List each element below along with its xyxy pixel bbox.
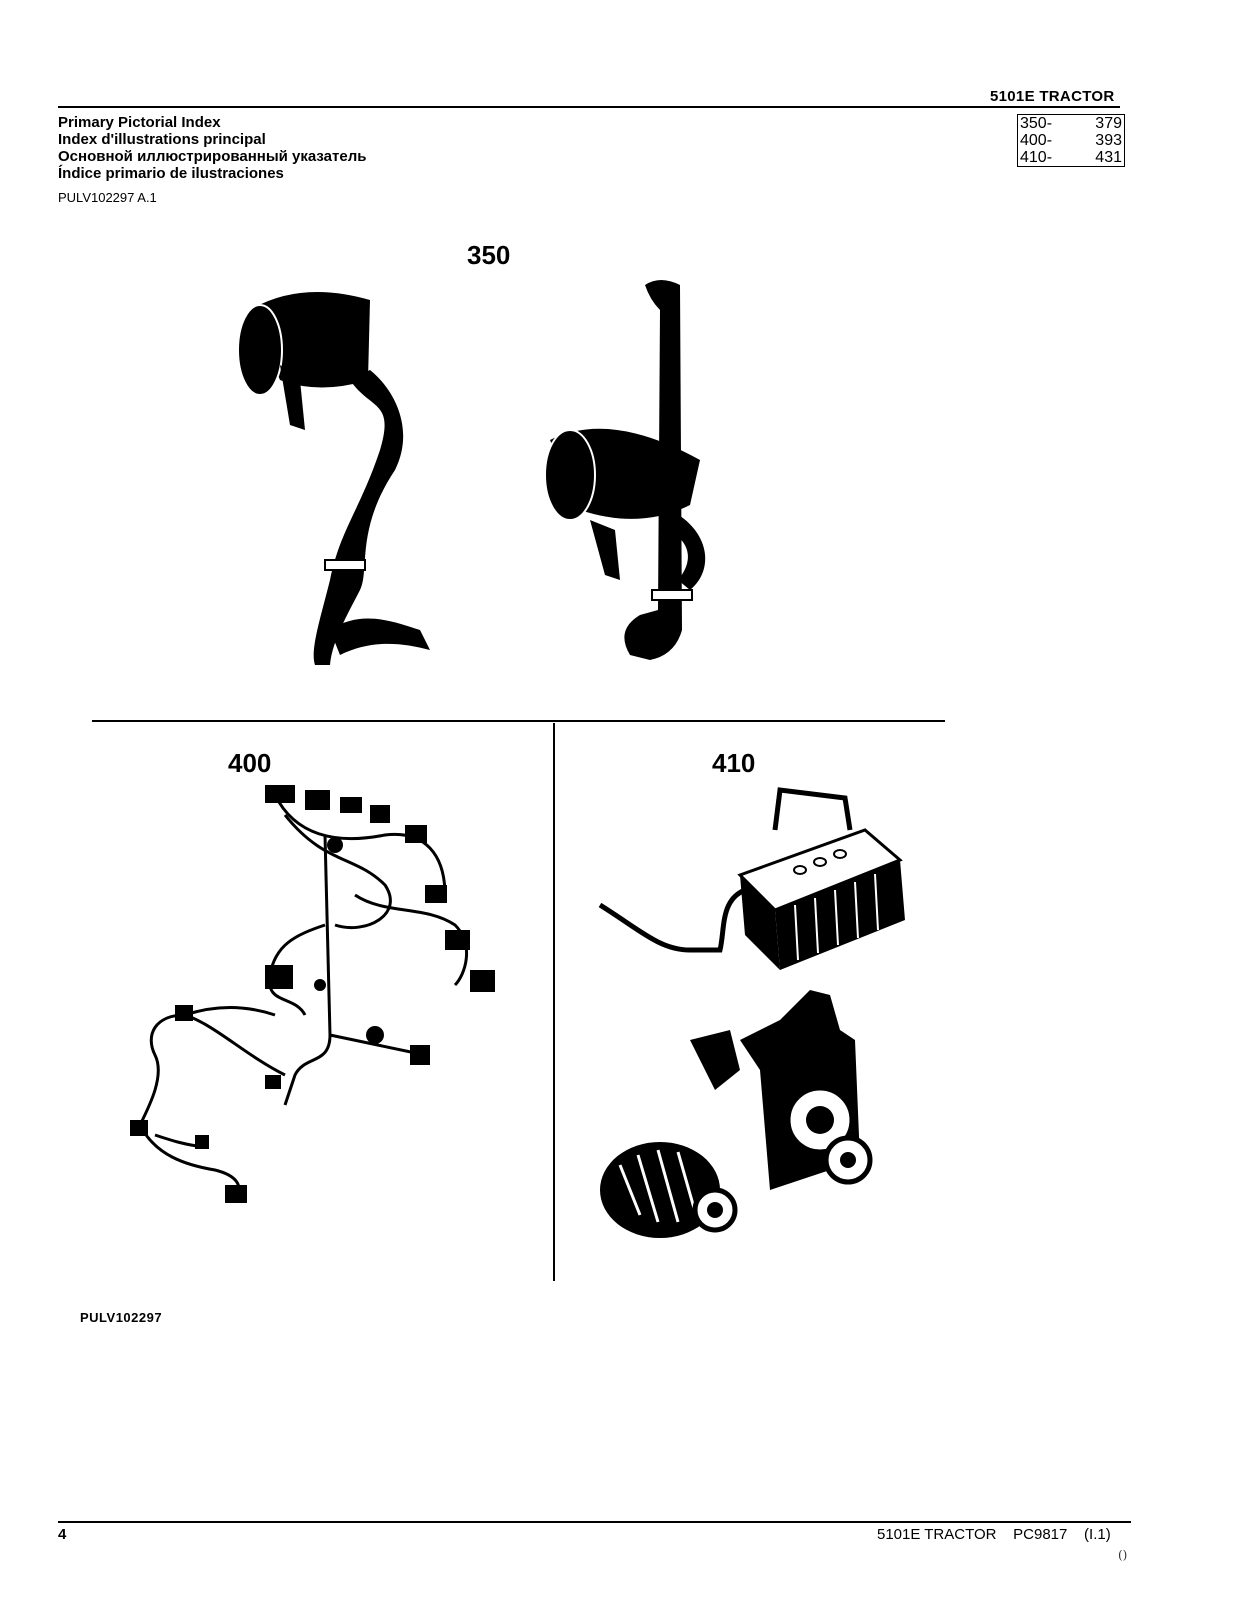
range-row: 410- 431 (1018, 149, 1125, 167)
range-to: 431 (1095, 149, 1122, 166)
header-rule (58, 106, 1120, 108)
exhaust-muffler-icon[interactable] (220, 270, 740, 690)
divider-vertical (553, 723, 555, 1281)
range-row: 350- 379 (1018, 115, 1125, 133)
figure-id: PULV102297 (80, 1310, 163, 1325)
section-label-400[interactable]: 400 (228, 748, 272, 778)
title-ru: Основной иллюстрированный указатель (58, 148, 367, 165)
title-en: Primary Pictorial Index (58, 114, 221, 131)
footer-text: 5101E TRACTOR PC9817 (I.1) (877, 1526, 1111, 1543)
section-range-table: 350- 379 400- 393 410- 431 (1017, 114, 1125, 167)
doc-reference: PULV102297 A.1 (58, 190, 157, 205)
section-label-350[interactable]: 350 (467, 240, 511, 270)
divider-horizontal (92, 720, 945, 722)
page-number: 4 (58, 1526, 67, 1543)
range-to: 393 (1095, 132, 1122, 149)
title-es: Índice primario de ilustraciones (58, 165, 284, 182)
section-label-410[interactable]: 410 (712, 748, 756, 778)
footer-mark: () (1118, 1548, 1128, 1562)
title-block: Primary Pictorial Index Index d'illustra… (58, 114, 366, 182)
range-row: 400- 393 (1018, 132, 1125, 149)
header-model: 5101E TRACTOR (990, 88, 1115, 105)
footer-rule (58, 1521, 1131, 1523)
title-fr: Index d'illustrations principal (58, 131, 266, 148)
range-from: 400- (1020, 132, 1053, 149)
battery-alternator-icon[interactable] (580, 770, 920, 1270)
range-from: 350- (1020, 115, 1053, 132)
range-to: 379 (1095, 115, 1122, 132)
wiring-harness-icon[interactable] (125, 775, 535, 1215)
range-from: 410- (1020, 149, 1053, 166)
